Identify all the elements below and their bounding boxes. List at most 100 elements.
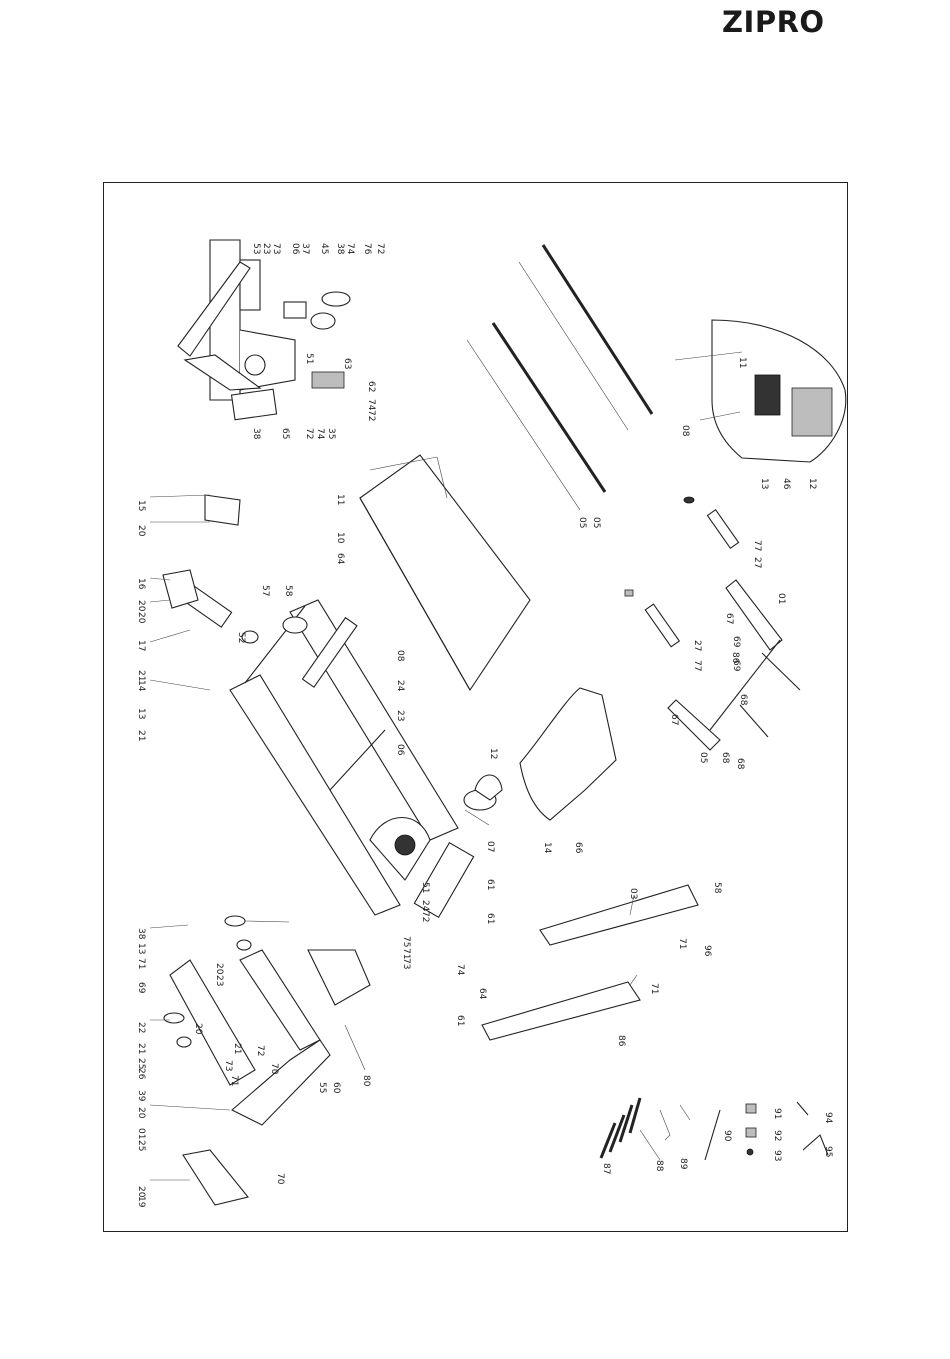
part-label: 71 bbox=[677, 938, 687, 949]
part-label: 93 bbox=[772, 1150, 782, 1161]
part-label: 08 bbox=[395, 650, 405, 662]
part-label: 08 bbox=[680, 425, 690, 437]
part-label: 91 bbox=[772, 1108, 782, 1119]
part-label: 72 bbox=[255, 1045, 265, 1056]
part-label: 16 bbox=[136, 578, 146, 590]
part-label: 21 bbox=[232, 1043, 242, 1054]
part-label: 80 bbox=[361, 1075, 371, 1087]
part-label: 53 bbox=[251, 243, 261, 254]
part-label: 24 bbox=[395, 680, 405, 692]
part-label: 69 bbox=[731, 636, 741, 648]
part-label: 96 bbox=[702, 945, 712, 957]
part-label: 51 bbox=[420, 882, 430, 893]
part-label: 20 bbox=[136, 1186, 146, 1198]
brand-logo: ZIPRO bbox=[722, 5, 825, 39]
part-label: 38 bbox=[136, 928, 146, 940]
part-label: 77 bbox=[692, 660, 702, 671]
leader-lines bbox=[149, 456, 638, 1181]
part-label: 01 bbox=[776, 593, 786, 604]
part-label: 22 bbox=[136, 1022, 146, 1033]
part-label: 72 bbox=[366, 410, 376, 421]
part-label: 73 bbox=[271, 243, 281, 254]
part-label: 19 bbox=[136, 1196, 146, 1208]
part-label: 64 bbox=[335, 553, 345, 565]
part-label: 92 bbox=[772, 1130, 782, 1141]
part-label: 58 bbox=[283, 585, 293, 597]
part-label: 15 bbox=[136, 500, 146, 511]
part-label: 25 bbox=[136, 1058, 146, 1069]
part-label: 20 bbox=[214, 963, 224, 975]
part-label: 62 bbox=[366, 381, 376, 392]
part-label: 94 bbox=[823, 1112, 833, 1124]
part-label: 68 bbox=[735, 758, 745, 770]
part-label: 95 bbox=[823, 1146, 833, 1157]
part-label: 74 bbox=[315, 428, 325, 440]
part-label: 71 bbox=[229, 1075, 239, 1086]
part-label: 76 bbox=[362, 243, 372, 255]
part-label: 23 bbox=[214, 975, 224, 986]
part-label: 72 bbox=[375, 243, 385, 254]
part-label: 72 bbox=[420, 911, 430, 922]
part-label: 90 bbox=[722, 1130, 732, 1142]
part-label: 69 bbox=[731, 660, 741, 672]
part-label: 45 bbox=[319, 243, 329, 254]
part-label: 86 bbox=[616, 1035, 626, 1047]
part-label: 67 bbox=[669, 714, 679, 725]
part-label: 27 bbox=[752, 557, 762, 568]
part-label: 23 bbox=[261, 243, 271, 254]
part-label: 20 bbox=[136, 612, 146, 624]
part-label: 13 bbox=[759, 478, 769, 489]
part-label: 05 bbox=[591, 517, 601, 528]
part-label: 38 bbox=[251, 428, 261, 440]
part-label: 51 bbox=[304, 353, 314, 364]
part-label: 74 bbox=[345, 243, 355, 255]
part-label: 77 bbox=[752, 540, 762, 551]
part-label: 89 bbox=[678, 1158, 688, 1170]
part-label: 23 bbox=[395, 710, 405, 721]
part-label: 27 bbox=[692, 640, 702, 651]
part-label: 58 bbox=[712, 882, 722, 894]
part-label: 64 bbox=[477, 988, 487, 1000]
part-label: 05 bbox=[577, 517, 587, 528]
part-label: 61 bbox=[455, 1015, 465, 1026]
part-label: 37 bbox=[300, 243, 310, 254]
part-label: 13 bbox=[136, 708, 146, 719]
part-label: 05 bbox=[698, 752, 708, 763]
part-label: 86 bbox=[730, 652, 740, 664]
part-label: 46 bbox=[781, 478, 791, 490]
part-label: 88 bbox=[654, 1160, 664, 1172]
part-label: 21 bbox=[136, 730, 146, 741]
part-label: 71 bbox=[401, 948, 411, 959]
hardware-set bbox=[599, 1097, 829, 1161]
part-label: 03 bbox=[628, 888, 638, 899]
part-label: 06 bbox=[290, 243, 300, 255]
part-label: 60 bbox=[331, 1082, 341, 1094]
part-label: 11 bbox=[335, 494, 345, 505]
part-label: 38 bbox=[335, 243, 345, 255]
part-label: 73 bbox=[223, 1060, 233, 1071]
part-label: 70 bbox=[269, 1063, 279, 1075]
part-label: 71 bbox=[136, 958, 146, 969]
part-label: 12 bbox=[807, 478, 817, 489]
part-label: 71 bbox=[649, 983, 659, 994]
part-label: 10 bbox=[335, 532, 345, 544]
part-label: 70 bbox=[275, 1173, 285, 1185]
part-label: 12 bbox=[488, 748, 498, 759]
part-label: 52 bbox=[236, 632, 246, 643]
part-label: 39 bbox=[136, 1090, 146, 1102]
part-label: 72 bbox=[304, 428, 314, 439]
part-label: 25 bbox=[136, 1140, 146, 1151]
part-label: 57 bbox=[260, 585, 270, 596]
part-label: 74 bbox=[366, 399, 376, 411]
part-label: 66 bbox=[573, 842, 583, 854]
part-label: 63 bbox=[342, 358, 352, 369]
part-label: 87 bbox=[601, 1163, 611, 1174]
part-label: 68 bbox=[738, 694, 748, 706]
part-label: 01 bbox=[136, 1128, 146, 1139]
part-label: 69 bbox=[136, 982, 146, 994]
part-label: 21 bbox=[136, 670, 146, 681]
part-label: 26 bbox=[136, 1068, 146, 1080]
part-label: 20 bbox=[136, 525, 146, 537]
diagram-frame bbox=[103, 182, 848, 1232]
